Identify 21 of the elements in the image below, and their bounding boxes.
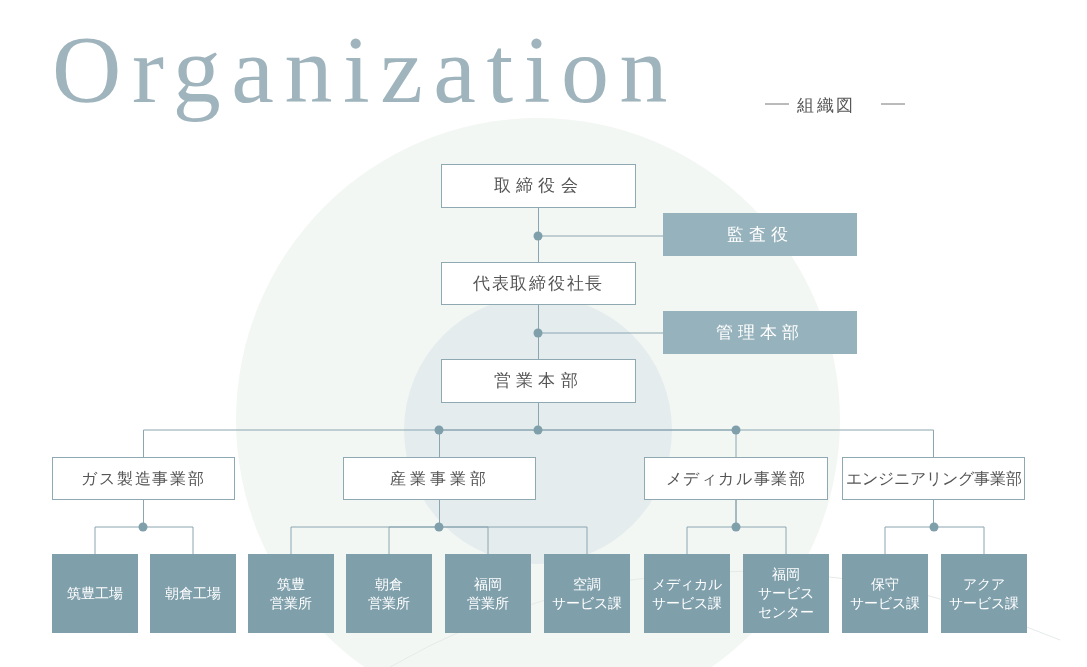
unit-box: 福岡サービスセンター [743, 554, 829, 633]
unit-box: 福岡営業所 [445, 554, 531, 633]
unit-box: 空調サービス課 [544, 554, 630, 633]
org-box: ガス製造事業部 [52, 457, 235, 500]
subtitle: 組織図 [797, 95, 856, 117]
unit-box: アクアサービス課 [941, 554, 1027, 633]
unit-box: 保守サービス課 [842, 554, 928, 633]
org-box: エンジニアリング事業部 [842, 457, 1025, 500]
org-box: 産業事業部 [343, 457, 536, 500]
org-box: メディカル事業部 [644, 457, 828, 500]
unit-box: 筑豊工場 [52, 554, 138, 633]
unit-box: 朝倉工場 [150, 554, 236, 633]
unit-box: 朝倉営業所 [346, 554, 432, 633]
org-box: 営業本部 [441, 359, 636, 403]
unit-box: 筑豊営業所 [248, 554, 334, 633]
unit-box: メディカルサービス課 [644, 554, 730, 633]
org-box: 監査役 [663, 213, 857, 256]
org-box: 取締役会 [441, 164, 636, 208]
org-box: 管理本部 [663, 311, 857, 354]
org-box: 代表取締役社長 [441, 262, 636, 305]
connector-line [735, 499, 787, 555]
